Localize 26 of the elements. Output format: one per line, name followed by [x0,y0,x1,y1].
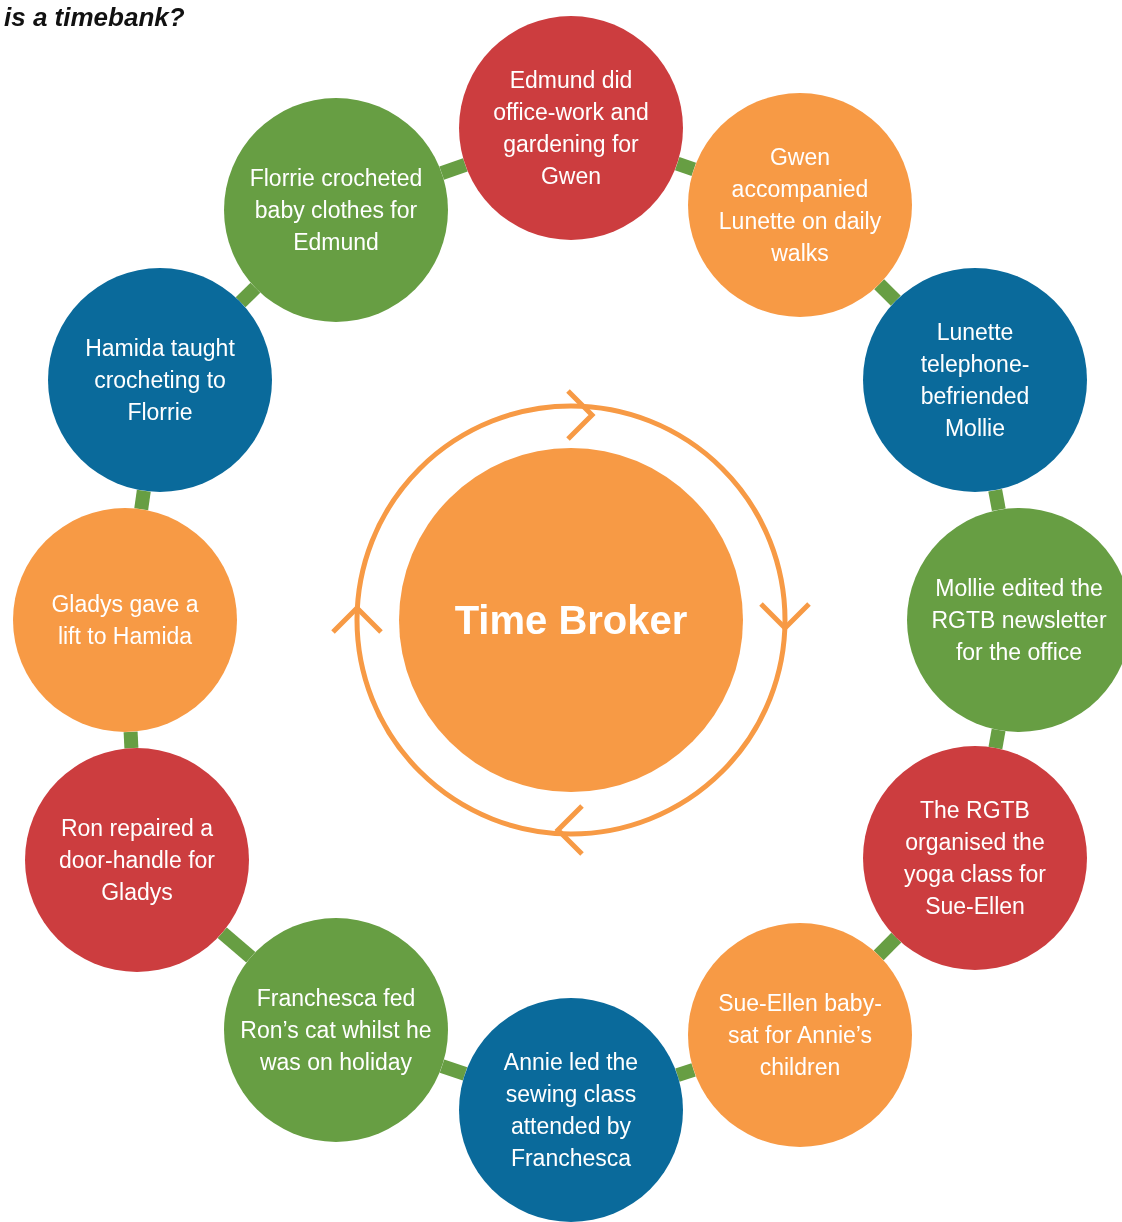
node-label: Gladys gave a lift to Hamida [50,590,200,651]
node-label: Ron repaired a door-handle for Gladys [58,814,216,907]
node-label: The RGTB organised the yoga class for Sue-Ellen [903,796,1047,921]
title: is a timebank? [4,2,185,33]
node-label: Edmund did office-work and gardening for Gwen [492,66,650,191]
connector-line [675,1063,696,1082]
node-label: Gwen accompanied Lunette on daily walks [717,143,883,268]
connector-line [134,489,151,511]
node-label: Lunette telephone-befriended Mollie [919,318,1031,443]
connector-line [439,1059,468,1081]
connector-line [123,731,139,749]
connector-line [988,728,1006,750]
connector-line [874,279,901,306]
connector-line [439,158,468,180]
connector-line [988,488,1006,512]
connector-line [217,927,256,963]
connector-line [674,157,697,176]
connector-line [873,932,902,961]
node-label: Hamida taught crocheting to Florrie [84,334,236,427]
node-label: Florrie crocheted baby clothes for Edmund [248,164,424,257]
node-label: Sue-Ellen baby-sat for Annie’s children [717,989,883,1082]
center-label: Time Broker [453,597,689,644]
node-label: Annie led the sewing class attended by Franchesca [502,1048,640,1173]
connector-line [235,282,261,308]
node-label: Mollie edited the RGTB newsletter for the office [930,574,1108,667]
node-label: Franchesca fed Ron’s cat whilst he was on holiday [239,984,433,1077]
